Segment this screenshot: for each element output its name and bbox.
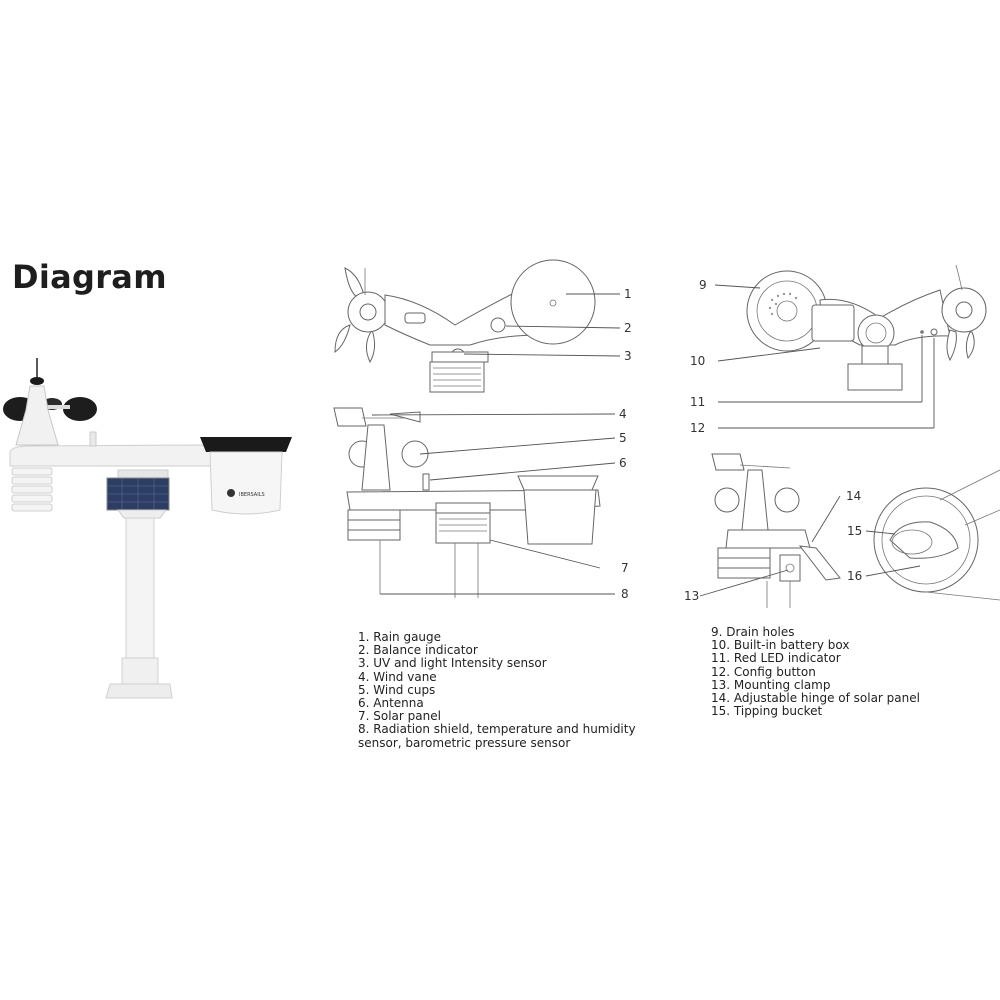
callout-numbers: 1 2 3 4 5 6 7 8 9 10 11 12 13 14 15 16	[619, 278, 862, 603]
brand-text: IBERSAILS	[239, 492, 265, 498]
callout-4: 4	[619, 407, 627, 421]
legend-right: 9. Drain holes 10. Built-in battery box …	[711, 625, 920, 719]
legend-item: 9. Drain holes	[711, 625, 795, 639]
legend-item: 2. Balance indicator	[358, 643, 478, 658]
callout-8: 8	[621, 587, 629, 601]
legend-item: 10. Built-in battery box	[711, 638, 850, 653]
legend-item: 15. Tipping bucket	[711, 704, 823, 719]
callout-16: 16	[847, 569, 862, 583]
callout-12: 12	[690, 421, 705, 435]
page-title: Diagram	[12, 258, 167, 296]
callout-7: 7	[621, 561, 629, 575]
callout-2: 2	[624, 321, 632, 335]
legend-item: 13. Mounting clamp	[711, 677, 831, 692]
tipping-bucket-sketch	[865, 469, 1000, 601]
legend-item: 12. Config button	[711, 664, 816, 679]
legend-left: 1. Rain gauge 2. Balance indicator 3. UV…	[358, 630, 678, 750]
legend-item: 3. UV and light Intensity sensor	[358, 656, 547, 671]
legend-item: 1. Rain gauge	[358, 630, 442, 644]
callout-1: 1	[624, 287, 632, 301]
callout-5: 5	[619, 431, 627, 445]
callout-3: 3	[624, 349, 632, 363]
legend-item: 7. Solar panel	[358, 709, 441, 724]
callout-15: 15	[847, 524, 862, 538]
callout-14: 14	[846, 489, 861, 503]
legend-item: 6. Antenna	[358, 696, 424, 711]
callout-11: 11	[690, 395, 705, 409]
legend-item: 14. Adjustable hinge of solar panel	[711, 691, 920, 706]
legend-item: 8. Radiation shield, temperature and hum…	[358, 722, 636, 750]
callout-6: 6	[619, 456, 627, 470]
callout-9: 9	[699, 278, 707, 292]
top-view-sketch	[334, 259, 621, 393]
clamp-side-sketch	[699, 453, 841, 608]
weather-station-photo: IBERSAILS	[3, 358, 292, 699]
legend-item: 4. Wind vane	[358, 669, 437, 684]
callout-10: 10	[690, 354, 705, 368]
legend-item: 5. Wind cups	[358, 682, 436, 697]
bottom-view-sketch	[714, 264, 987, 429]
callout-13: 13	[684, 589, 699, 603]
side-view-sketch	[333, 407, 616, 598]
legend-item: 11. Red LED indicator	[711, 651, 841, 666]
